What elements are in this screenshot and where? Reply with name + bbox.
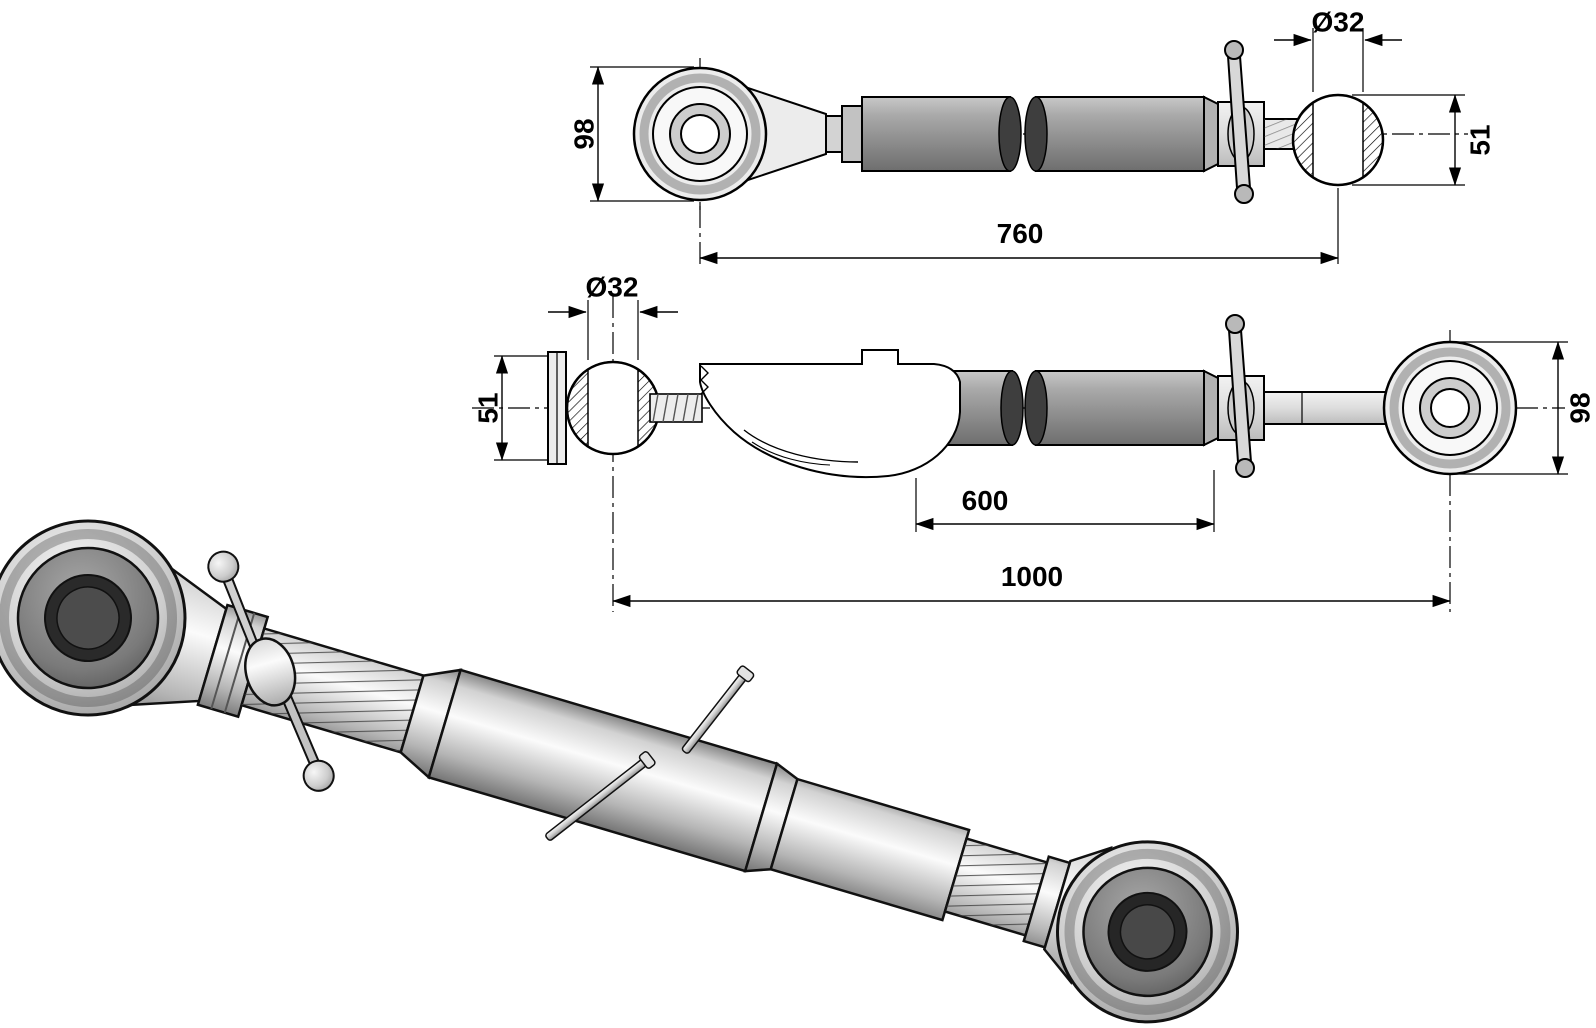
- turnbuckle-handle: [1224, 40, 1255, 204]
- dim-label-51-top: 51: [1465, 124, 1496, 155]
- outer-tube-broken-2: [939, 370, 1205, 446]
- linch-pin-long: [545, 751, 656, 841]
- dimension-1000: 1000: [612, 561, 1451, 608]
- outer-tube-broken: [861, 96, 1205, 172]
- step-collar: [841, 105, 863, 163]
- ball-eye-right: [1382, 340, 1518, 476]
- dim-label-d32-top: Ø32: [1312, 7, 1365, 38]
- threaded-ball-joint-section: [565, 360, 661, 456]
- threaded-ball-joint: [1291, 93, 1385, 187]
- ball-eye-left: [632, 66, 827, 202]
- dim-label-760: 760: [997, 218, 1044, 249]
- dimension-d32-section: Ø32: [548, 272, 678, 360]
- dimension-98-section: 98: [1444, 341, 1596, 475]
- dim-label-600: 600: [962, 485, 1009, 516]
- thread-stub: [649, 393, 703, 423]
- top-view: 98 Ø32 51 760: [569, 7, 1496, 265]
- threaded-end-3d: [943, 837, 1072, 949]
- tube-cutaway: [699, 349, 961, 478]
- dimension-98-top-view: 98: [569, 66, 694, 202]
- perspective-view: [0, 519, 1239, 1024]
- ball-eye-3d-right: [1055, 840, 1239, 1024]
- dim-label-51-section: 51: [473, 392, 504, 423]
- eye-shaft: [1263, 391, 1389, 425]
- dimension-d32-top-view: Ø32: [1274, 7, 1402, 92]
- dim-label-98-section: 98: [1565, 392, 1596, 423]
- dimension-600: 600: [915, 470, 1215, 532]
- spinner-handle-3d: [207, 550, 335, 792]
- section-view: Ø32 51 98 600 1000: [472, 272, 1596, 612]
- turnbuckle-handle-2: [1225, 314, 1255, 478]
- dim-label-1000: 1000: [1001, 561, 1063, 592]
- tube-transition: [1203, 95, 1219, 173]
- linch-pin-small: [681, 665, 755, 754]
- dimension-760: 760: [699, 188, 1339, 265]
- inner-tube-3d: [769, 777, 971, 922]
- tube-transition-2: [1203, 369, 1219, 447]
- ball-eye-3d-left: [0, 519, 187, 717]
- dim-label-d32-section: Ø32: [586, 272, 639, 303]
- collar: [825, 115, 843, 153]
- dimension-51-section: 51: [473, 355, 548, 461]
- socket-flange-section: [547, 351, 567, 465]
- dim-label-98-top: 98: [569, 118, 600, 149]
- dimension-51-top-view: 51: [1352, 94, 1496, 186]
